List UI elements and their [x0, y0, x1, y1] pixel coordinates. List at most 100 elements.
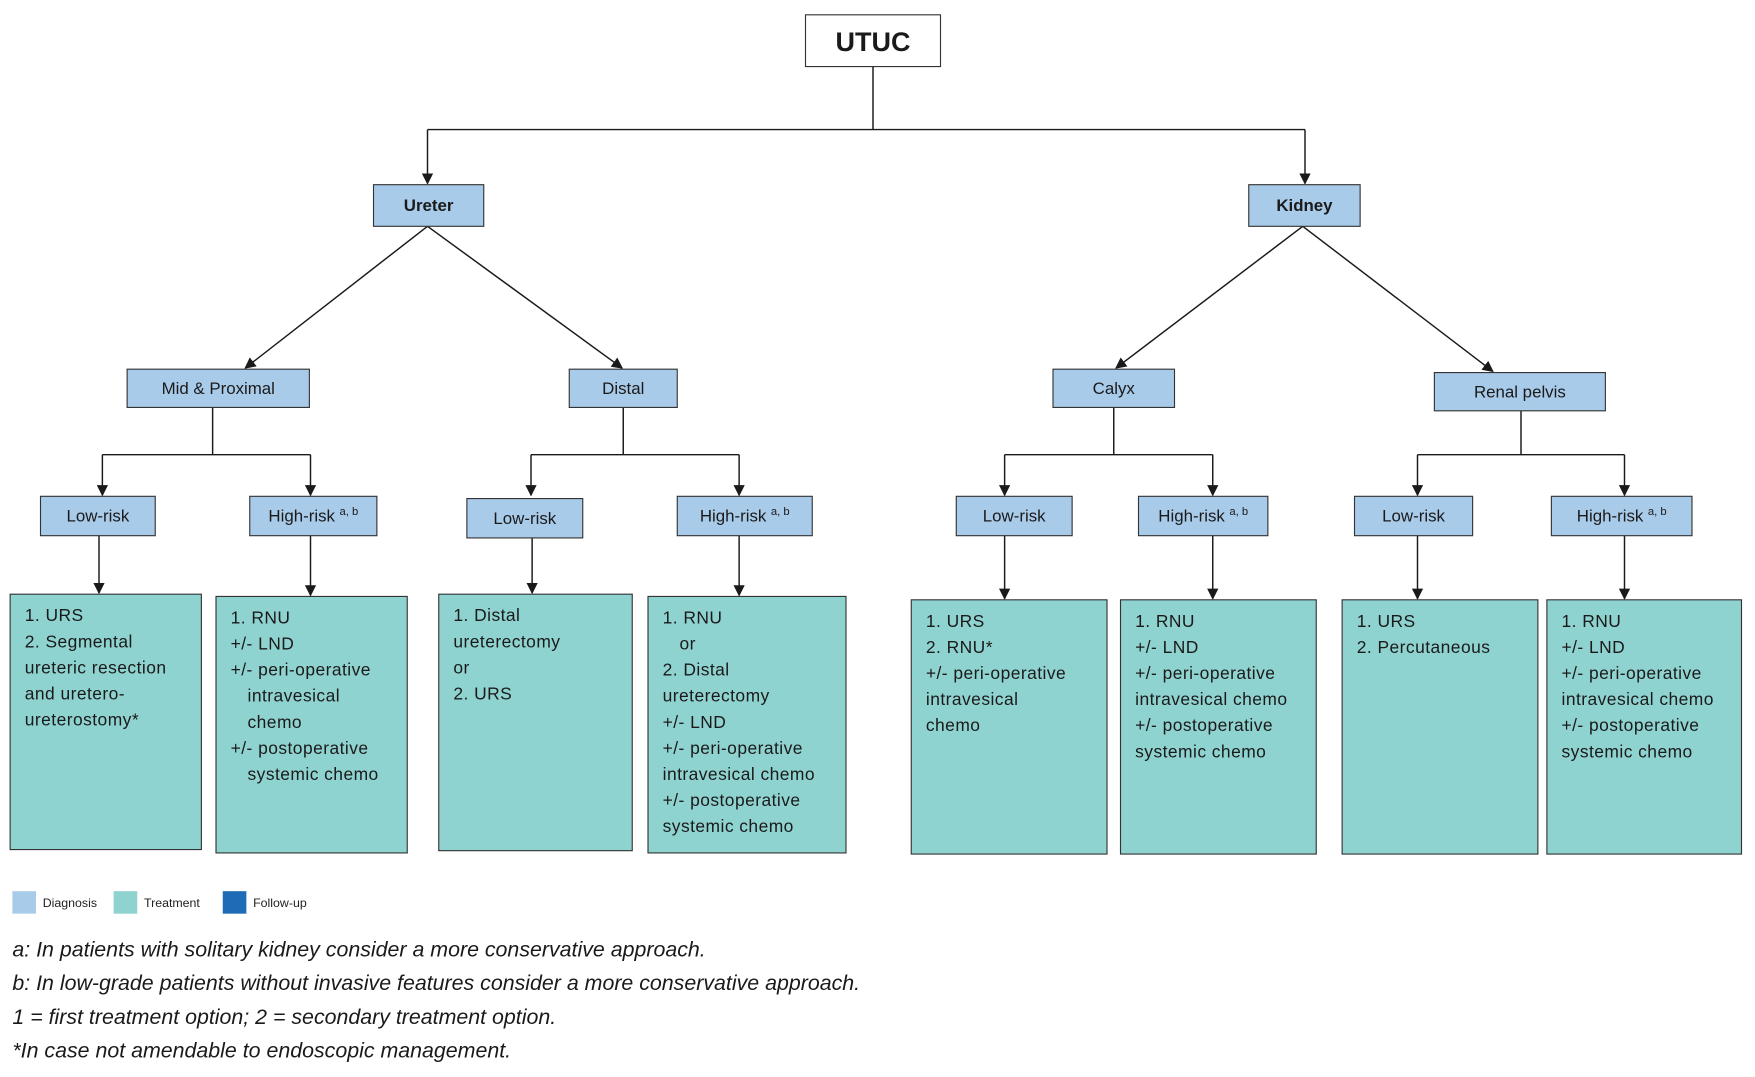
treatment-line: +/- LND — [1135, 637, 1199, 657]
label-text: High-risk — [268, 507, 335, 526]
label-text: Low-risk — [983, 507, 1046, 526]
site-node-kidney-box — [1248, 184, 1361, 227]
treatment-line: systemic chemo — [248, 764, 379, 784]
treatment-line: +/- postoperative — [231, 738, 369, 758]
location-node-calyx-box — [1052, 368, 1176, 408]
treatment-box — [647, 595, 847, 854]
site-node-kidney: Kidney — [1248, 184, 1361, 227]
label-text: Low-risk — [66, 507, 129, 526]
treatment-box — [438, 593, 633, 852]
treatment-line: intravesical chemo — [1562, 689, 1714, 709]
risk-node-low: Low-risk — [39, 495, 156, 537]
label-text: Low-risk — [493, 509, 556, 528]
treatment-line: +/- peri-operative — [231, 660, 371, 680]
location-node-renal-pelvis-box — [1433, 372, 1606, 412]
footnote: 1 = first treatment option; 2 = secondar… — [12, 1005, 556, 1029]
risk-node-high-box — [676, 495, 813, 537]
site-node-kidney-label: Kidney — [1276, 196, 1333, 215]
label-text: High-risk — [700, 507, 767, 526]
footnote-superscript: a, b — [1229, 506, 1248, 518]
footnote: b: In low-grade patients without invasiv… — [12, 971, 860, 995]
treatment-line: 1. RNU — [1135, 611, 1195, 631]
treatment-line: and uretero- — [25, 683, 125, 703]
location-node-distal: Distal — [568, 368, 678, 408]
risk-node-low: Low-risk — [466, 498, 584, 539]
legend-label: Treatment — [144, 896, 200, 910]
treatment-line: 1. URS — [1357, 611, 1416, 631]
label-text: High-risk — [1158, 507, 1225, 526]
risk-node-low-box — [1353, 495, 1474, 537]
label-text: High-risk — [1577, 507, 1644, 526]
treatment-line: 2. Distal — [663, 660, 730, 680]
treatment-box — [1119, 599, 1317, 855]
risk-node-high: High-risk a, b — [676, 495, 813, 537]
treatment-line: intravesical — [926, 689, 1019, 709]
footnotes: a: In patients with solitary kidney cons… — [12, 937, 860, 1062]
arrow-connector — [244, 225, 428, 369]
treatment-line: 1. URS — [25, 605, 84, 625]
treatment-line: chemo — [248, 712, 303, 732]
footnote: *In case not amendable to endoscopic man… — [12, 1039, 511, 1063]
treatment-box — [9, 593, 202, 851]
site-node-ureter: Ureter — [372, 184, 485, 227]
treatment-line: 1. RNU — [663, 607, 723, 627]
treatment-line: 2. Segmental — [25, 631, 133, 651]
label-text: Kidney — [1276, 196, 1333, 215]
location-node-calyx: Calyx — [1052, 368, 1176, 408]
treatment-box — [1546, 599, 1743, 855]
site-node-ureter-label: Ureter — [404, 196, 454, 215]
treatment-line: systemic chemo — [1562, 741, 1693, 761]
label-text: Distal — [602, 379, 644, 398]
legend-swatch — [113, 891, 138, 914]
risk-node-high-box — [249, 495, 378, 537]
location-node-distal-box — [568, 368, 678, 408]
footnote-superscript: a, b — [771, 506, 790, 518]
legend: Diagnosis Treatment Follow-up — [12, 891, 307, 914]
treatment-line: +/- peri-operative — [926, 663, 1066, 683]
treatment-node: 1. RNU+/- LND+/- peri-operativeintravesi… — [1546, 599, 1743, 855]
risk-node-low: Low-risk — [955, 495, 1073, 537]
treatment-line: 1. Distal — [453, 605, 520, 625]
treatment-line: +/- LND — [663, 712, 727, 732]
risk-node-low-box — [466, 498, 584, 539]
treatment-line: +/- LND — [231, 634, 295, 654]
label-text: UTUC — [836, 27, 911, 57]
site-node-ureter-box — [372, 184, 485, 227]
treatment-node: 1. RNU+/- LND+/- peri-operativeintravesi… — [1119, 599, 1317, 855]
legend-item-diagnosis: Diagnosis — [12, 891, 97, 914]
treatment-line: 1. RNU — [231, 607, 291, 627]
treatment-line: systemic chemo — [1135, 741, 1266, 761]
risk-node-low-box — [955, 495, 1073, 537]
connectors — [93, 66, 1631, 600]
treatment-line: ureterostomy* — [25, 710, 139, 730]
treatment-line: intravesical — [248, 686, 341, 706]
location-node-mid-proximal-label: Mid & Proximal — [162, 379, 275, 398]
treatment-line: +/- peri-operative — [1562, 663, 1702, 683]
footnote: a: In patients with solitary kidney cons… — [12, 937, 705, 961]
treatment-line: or — [680, 634, 696, 654]
risk-node-low-label: Low-risk — [493, 509, 556, 528]
treatment-line: ureteric resection — [25, 657, 167, 677]
treatment-line: +/- LND — [1562, 637, 1626, 657]
risk-node-high-box — [1137, 495, 1269, 537]
treatment-box — [910, 599, 1108, 855]
legend-item-treatment: Treatment — [113, 891, 200, 914]
arrow-connector — [1115, 225, 1304, 369]
treatment-line: +/- postoperative — [1135, 715, 1273, 735]
treatment-node: 1. URS 2. Segmental ureteric resection and … — [9, 593, 202, 851]
risk-node-high: High-risk a, b — [1137, 495, 1269, 537]
treatment-line: +/- postoperative — [663, 790, 801, 810]
risk-node-high-label: High-risk a, b — [1158, 506, 1248, 526]
legend-item-follow-up: Follow-up — [222, 891, 307, 914]
treatment-line: +/- peri-operative — [1135, 663, 1275, 683]
risk-node-low-label: Low-risk — [66, 507, 129, 526]
